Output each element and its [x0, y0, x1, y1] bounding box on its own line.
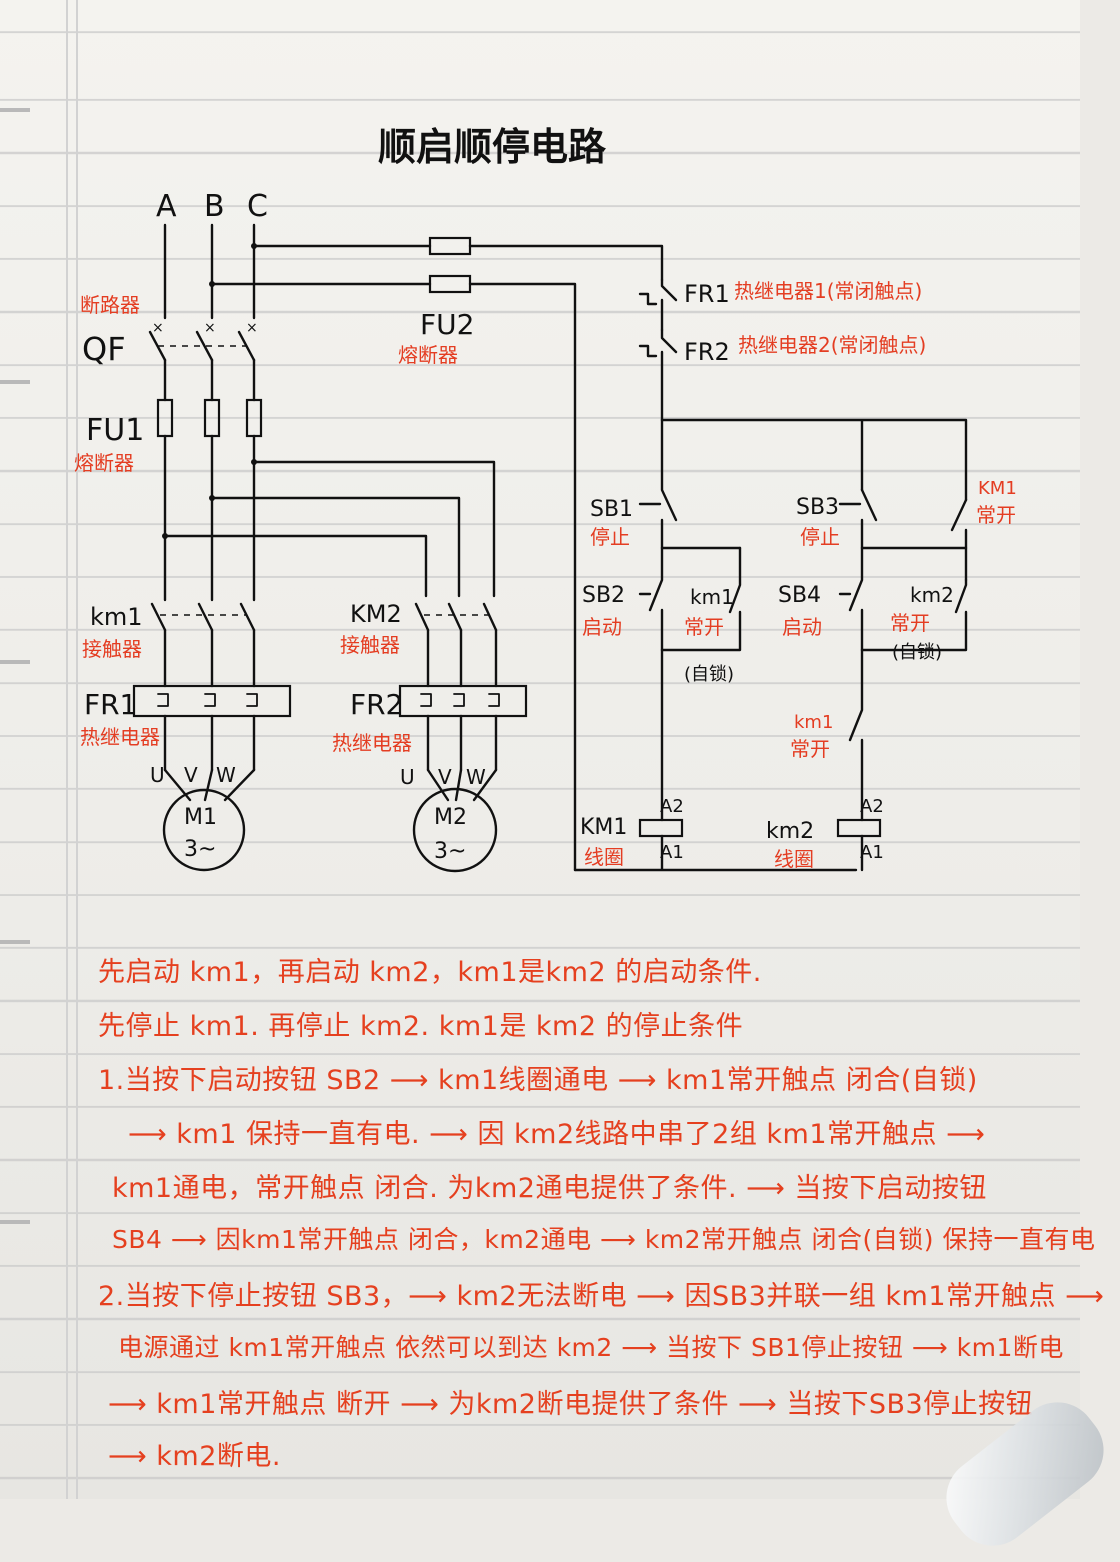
fu1-desc: 熔断器 — [74, 451, 134, 475]
sb3-desc: 停止 — [800, 525, 840, 549]
km2-main-label: KM2 — [350, 600, 402, 628]
breaker-label: 断路器 — [80, 293, 140, 317]
diagram-title: 顺启顺停电路 — [378, 125, 607, 169]
km2-main-desc: 接触器 — [340, 633, 400, 657]
fu2-desc: 熔断器 — [398, 343, 458, 367]
power-lines — [163, 223, 664, 872]
km1-no-top-desc: 常开 — [976, 503, 1016, 527]
binding-mark — [0, 380, 30, 384]
fr2-ctrl-desc: 热继电器2(常闭触点) — [738, 333, 926, 357]
km1-a1-label: A1 — [660, 842, 684, 863]
fu2-fuse-top — [428, 236, 472, 256]
binding-mark — [0, 660, 30, 664]
note-line: SB4 ⟶ 因km1常开触点 闭合，km2通电 ⟶ km2常开触点 闭合(自锁)… — [112, 1225, 1096, 1254]
fu1-fuses — [156, 398, 496, 602]
sb2-label: SB2 — [582, 583, 625, 608]
control-circuit — [573, 278, 968, 872]
km2-coil-desc: 线圈 — [774, 847, 814, 871]
km1-main-desc: 接触器 — [82, 637, 142, 661]
km2-self-desc: 常开 — [890, 611, 930, 635]
svg-text:×: × — [152, 320, 164, 336]
km1-coil-desc: 线圈 — [584, 845, 624, 869]
fr2-main-desc: 热继电器 — [332, 731, 412, 755]
motor-m2 — [412, 787, 498, 873]
sb2-desc: 启动 — [582, 615, 622, 639]
qf-label: QF — [82, 330, 126, 368]
note-line: ⟶ km2断电. — [108, 1441, 281, 1472]
m2-v-label: V — [438, 765, 452, 789]
fu2-fuse-bottom — [428, 274, 472, 294]
phase-a-label: A — [156, 189, 177, 224]
svg-text:×: × — [246, 320, 258, 336]
km1-coil — [638, 818, 684, 838]
km1-main-contacts — [150, 602, 256, 688]
km1-self-note: (自锁) — [684, 664, 734, 685]
fu2-label: FU2 — [420, 308, 474, 341]
motor-m1 — [162, 788, 246, 872]
km1-no-mid-label: km1 — [794, 712, 833, 733]
svg-text:×: × — [204, 320, 216, 336]
km2-main-contacts — [414, 602, 498, 688]
km2-a1-label: A1 — [860, 842, 884, 863]
sb1-desc: 停止 — [590, 525, 630, 549]
phase-b-label: B — [204, 189, 225, 224]
motor-m2-label: M2 — [434, 805, 467, 830]
m1-v-label: V — [184, 763, 198, 787]
note-line: 先启动 km1，再启动 km2，km1是km2 的启动条件. — [98, 957, 762, 988]
note-line: km1通电，常开触点 闭合. 为km2通电提供了条件. ⟶ 当按下启动按钮 — [112, 1173, 987, 1204]
fr1-ctrl-desc: 热继电器1(常闭触点) — [734, 279, 922, 303]
m2-u-label: U — [400, 765, 415, 789]
km1-a2-label: A2 — [660, 796, 684, 817]
fr2-main-label: FR2 — [350, 688, 403, 721]
fr1-main-desc: 热继电器 — [80, 725, 160, 749]
sb4-label: SB4 — [778, 583, 821, 608]
note-line: 2.当按下停止按钮 SB3，⟶ km2无法断电 ⟶ 因SB3并联一组 km1常开… — [98, 1281, 1105, 1312]
motor-m1-label: M1 — [184, 805, 217, 830]
sb3-label: SB3 — [796, 495, 839, 520]
km1-self-label: km1 — [690, 585, 734, 609]
km2-self-label: km2 — [910, 583, 954, 607]
note-line: 1.当按下启动按钮 SB2 ⟶ km1线圈通电 ⟶ km1常开触点 闭合(自锁) — [98, 1065, 978, 1096]
circuit-diagram: 顺启顺停电路 A B C × × × 断路器 QF — [74, 125, 1017, 873]
ruled-lines — [0, 0, 1080, 1499]
km1-self-desc: 常开 — [684, 615, 724, 639]
fr2-thermal-relay — [398, 684, 528, 802]
fr1-main-label: FR1 — [84, 688, 137, 721]
km1-main-label: km1 — [90, 603, 143, 631]
m1-w-label: W — [216, 763, 236, 787]
m2-w-label: W — [466, 765, 486, 789]
fr2-ctrl-label: FR2 — [684, 338, 730, 366]
phase-c-label: C — [247, 189, 268, 224]
note-line: 电源通过 km1常开触点 依然可以到达 km2 ⟶ 当按下 SB1停止按钮 ⟶ … — [118, 1333, 1064, 1362]
margin-line — [66, 0, 68, 1499]
km2-a2-label: A2 — [860, 796, 884, 817]
fr1-ctrl-label: FR1 — [684, 280, 730, 308]
note-line: ⟶ km1 保持一直有电. ⟶ 因 km2线路中串了2组 km1常开触点 ⟶ — [128, 1119, 986, 1150]
sb1-label: SB1 — [590, 497, 633, 522]
km2-coil-label: km2 — [766, 819, 814, 844]
binding-mark — [0, 1220, 30, 1224]
km2-self-note: (自锁) — [892, 642, 942, 663]
km1-no-mid-desc: 常开 — [790, 737, 830, 761]
qf-breaker: × × × — [148, 320, 258, 402]
m1-u-label: U — [150, 763, 165, 787]
margin-line — [76, 0, 78, 1499]
sb4-desc: 启动 — [782, 615, 822, 639]
note-line: 先停止 km1. 再停止 km2. km1是 km2 的停止条件 — [98, 1011, 744, 1042]
binding-mark — [0, 108, 30, 112]
km1-coil-label: KM1 — [580, 815, 627, 840]
note-line: ⟶ km1常开触点 断开 ⟶ 为km2断电提供了条件 ⟶ 当按下SB3停止按钮 — [108, 1389, 1034, 1420]
fr1-thermal-relay — [132, 684, 292, 802]
binding-mark — [0, 940, 30, 944]
km2-coil — [836, 818, 882, 838]
motor-m2-sub: 3~ — [434, 839, 466, 864]
km1-no-top-label: KM1 — [978, 478, 1017, 499]
fu1-label: FU1 — [86, 413, 144, 448]
motor-m1-sub: 3~ — [184, 837, 216, 862]
